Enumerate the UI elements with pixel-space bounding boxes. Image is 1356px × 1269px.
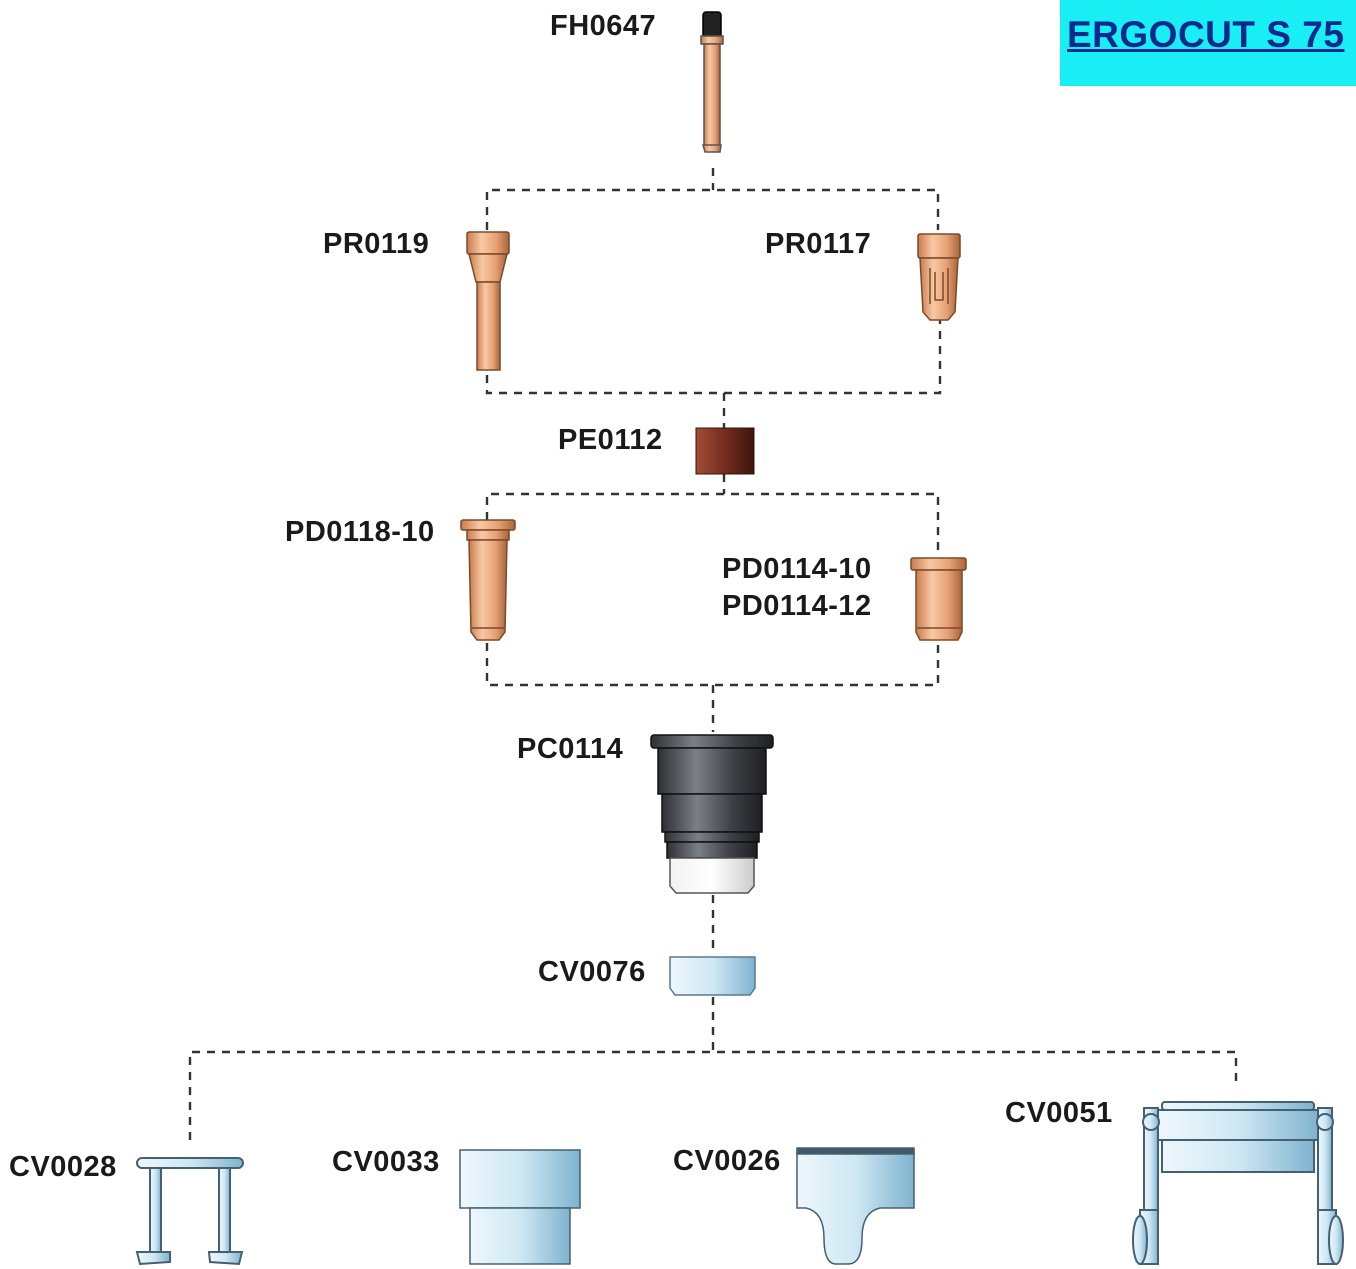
part-cv0026-image xyxy=(796,1147,915,1265)
label-cv0026: CV0026 xyxy=(673,1145,781,1177)
label-pd0114-10: PD0114-10 xyxy=(722,553,872,585)
label-cv0033: CV0033 xyxy=(332,1146,440,1178)
label-cv0028: CV0028 xyxy=(9,1151,117,1183)
label-pd0118: PD0118-10 xyxy=(285,516,435,548)
part-pr0117-image xyxy=(917,233,961,321)
part-cv0051-image xyxy=(1132,1101,1344,1265)
label-pc0114: PC0114 xyxy=(517,733,624,765)
part-fh0647-image xyxy=(700,11,724,153)
part-pe0112-image xyxy=(695,427,755,475)
part-pd0114-image xyxy=(910,557,967,641)
part-cv0028-image xyxy=(135,1157,244,1266)
label-fh0647: FH0647 xyxy=(550,10,657,42)
label-cv0051: CV0051 xyxy=(1005,1097,1113,1129)
part-cv0076-image xyxy=(669,956,756,996)
title-banner: ERGOCUT S 75 xyxy=(1060,0,1356,86)
label-pd0114-12: PD0114-12 xyxy=(722,590,872,622)
label-cv0076: CV0076 xyxy=(538,956,646,988)
part-pc0114-image xyxy=(650,734,774,894)
banner-title: ERGOCUT S 75 xyxy=(1067,14,1345,55)
label-pr0117: PR0117 xyxy=(765,228,872,260)
label-pr0119: PR0119 xyxy=(323,228,430,260)
part-pd0118-image xyxy=(460,519,516,641)
part-pr0119-image xyxy=(466,231,510,371)
connector-lines xyxy=(188,168,1238,1140)
part-cv0033-image xyxy=(459,1149,581,1265)
label-pe0112: PE0112 xyxy=(558,424,663,456)
